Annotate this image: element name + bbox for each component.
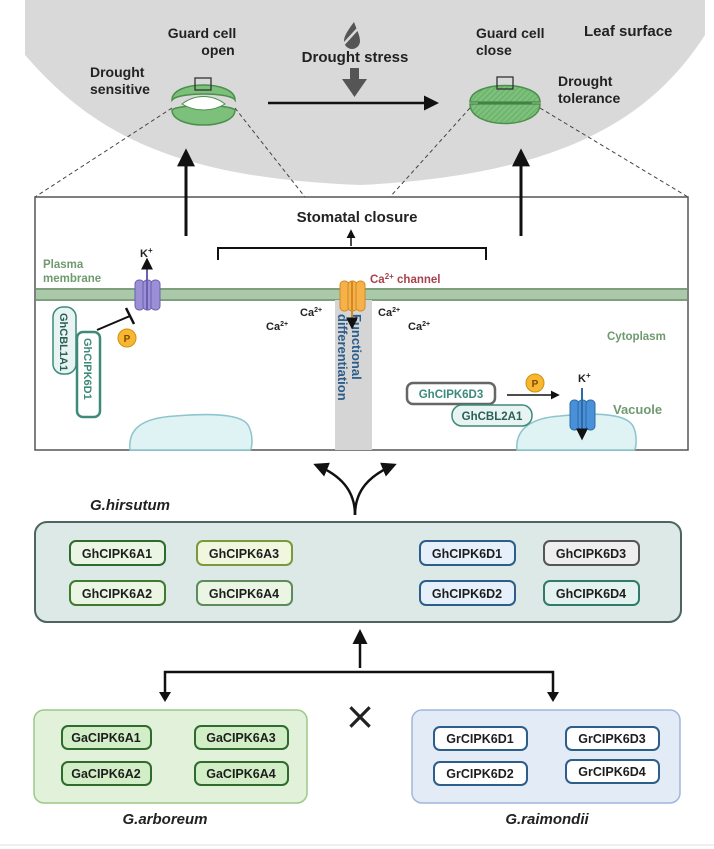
- drought-down-arrow: [342, 68, 367, 97]
- hirsutum-gene-a4: GhCIPK6A4: [196, 580, 293, 606]
- plasma-membrane-label-2: membrane: [43, 273, 101, 285]
- svg-text:GaCIPK6A4: GaCIPK6A4: [206, 767, 276, 781]
- calcium-ion-1: Ca2+: [300, 307, 322, 319]
- calcium-ion-2: Ca2+: [266, 321, 288, 333]
- guard-open-label-2: open: [201, 42, 234, 58]
- calcium-ion-4: Ca2+: [408, 321, 430, 333]
- calcium-channel: [339, 280, 366, 330]
- hirsutum-gene-a2: GhCIPK6A2: [69, 580, 166, 606]
- svg-text:GrCIPK6D1: GrCIPK6D1: [446, 732, 513, 746]
- guard-open-label-1: Guard cell: [168, 25, 236, 41]
- svg-text:GrCIPK6D2: GrCIPK6D2: [446, 767, 513, 781]
- hirsutum-title: G.hirsutum: [90, 497, 170, 514]
- svg-text:P: P: [532, 379, 539, 390]
- svg-text:GhCIPK6A4: GhCIPK6A4: [209, 587, 279, 601]
- stomatal-closure-bracket: [217, 247, 487, 260]
- functional-label-2: differentiation: [335, 314, 350, 401]
- svg-text:GhCIPK6D4: GhCIPK6D4: [556, 587, 626, 601]
- branch-arrow-left: [313, 462, 357, 516]
- svg-text:GrCIPK6D3: GrCIPK6D3: [578, 732, 645, 746]
- ghcipk6d3-pill: GhCIPK6D3: [405, 381, 497, 406]
- svg-text:P: P: [124, 334, 131, 345]
- guard-close-label-1: Guard cell: [476, 25, 544, 41]
- arboreum-title: G.arboreum: [122, 811, 207, 828]
- svg-text:GaCIPK6A2: GaCIPK6A2: [71, 767, 141, 781]
- hirsutum-gene-a1: GhCIPK6A1: [69, 540, 166, 566]
- svg-text:GhCIPK6D3: GhCIPK6D3: [556, 547, 626, 561]
- raimondii-gene-2: GrCIPK6D2: [433, 761, 528, 786]
- arboreum-gene-3: GaCIPK6A3: [194, 725, 289, 750]
- arboreum-gene-2: GaCIPK6A2: [61, 761, 152, 786]
- raimondii-gene-4: GrCIPK6D4: [565, 759, 660, 784]
- hirsutum-gene-d4: GhCIPK6D4: [543, 580, 640, 606]
- potassium-label-2: K+: [578, 371, 591, 385]
- svg-text:GaCIPK6A1: GaCIPK6A1: [71, 731, 141, 745]
- drought-stress-label: Drought stress: [302, 49, 409, 66]
- open-stoma-icon: [171, 77, 236, 126]
- svg-text:GaCIPK6A3: GaCIPK6A3: [206, 731, 276, 745]
- inhibition-line: [96, 315, 131, 331]
- hirsutum-gene-a3: GhCIPK6A3: [196, 540, 293, 566]
- drought-tolerance-label-1: Drought: [558, 73, 613, 89]
- calcium-ion-3: Ca2+: [378, 307, 400, 319]
- phosphate-icon-1: P: [117, 328, 137, 348]
- svg-text:GhCIPK6A2: GhCIPK6A2: [82, 587, 152, 601]
- svg-text:GhCIPK6A3: GhCIPK6A3: [209, 547, 279, 561]
- ghcbl1a1-pill: GhCBL1A1: [52, 306, 77, 375]
- vacuole-left: [129, 413, 253, 451]
- raimondii-gene-1: GrCIPK6D1: [433, 726, 528, 751]
- hirsutum-gene-d2: GhCIPK6D2: [419, 580, 516, 606]
- branch-arrow-right: [353, 462, 397, 516]
- svg-text:GhCIPK6A1: GhCIPK6A1: [82, 547, 152, 561]
- leaf-surface: [25, 0, 705, 185]
- raimondii-title: G.raimondii: [505, 811, 589, 828]
- svg-text:GhCIPK6D3: GhCIPK6D3: [419, 389, 484, 401]
- phosphate-icon-2: P: [525, 373, 545, 393]
- drought-sensitive-label-2: sensitive: [90, 81, 150, 97]
- svg-text:GrCIPK6D4: GrCIPK6D4: [578, 765, 645, 779]
- parent-connector: [163, 670, 555, 698]
- arboreum-gene-1: GaCIPK6A1: [61, 725, 152, 750]
- cross-symbol: ×: [344, 694, 376, 738]
- vacuole-label: Vacuole: [613, 402, 662, 417]
- drought-sensitive-label-1: Drought: [90, 64, 145, 80]
- svg-text:GhCIPK6D2: GhCIPK6D2: [432, 587, 502, 601]
- zoom-lines: [34, 107, 689, 198]
- vacuole-potassium-channel: [569, 388, 596, 441]
- raimondii-gene-3: GrCIPK6D3: [565, 726, 660, 751]
- guard-close-label-2: close: [476, 42, 512, 58]
- stomatal-closure-label: Stomatal closure: [297, 209, 418, 226]
- svg-text:GhCBL1A1: GhCBL1A1: [57, 313, 69, 371]
- plasma-membrane-label-1: Plasma: [43, 259, 84, 271]
- svg-text:GhCIPK6D1: GhCIPK6D1: [432, 547, 502, 561]
- cytoplasm-label: Cytoplasm: [607, 331, 666, 343]
- drought-tolerance-label-2: tolerance: [558, 90, 620, 106]
- svg-text:GhCIPK6D1: GhCIPK6D1: [81, 338, 93, 400]
- closed-stoma-icon: [469, 76, 541, 125]
- arboreum-box: [33, 709, 308, 804]
- leaf-surface-label: Leaf surface: [584, 23, 672, 40]
- hirsutum-box: [34, 521, 682, 623]
- raimondii-box: [411, 709, 681, 804]
- potassium-label-1: K+: [140, 246, 153, 260]
- ghcbl2a1-pill: GhCBL2A1: [451, 404, 533, 427]
- hirsutum-gene-d1: GhCIPK6D1: [419, 540, 516, 566]
- calcium-channel-label: Ca2+ channel: [370, 272, 440, 286]
- svg-text:GhCBL2A1: GhCBL2A1: [462, 411, 523, 423]
- arboreum-gene-4: GaCIPK6A4: [194, 761, 289, 786]
- potassium-channel: [134, 257, 161, 311]
- ghcipk6d1-pill: GhCIPK6D1: [75, 330, 102, 419]
- functional-label-1: Functional: [349, 314, 364, 380]
- hirsutum-gene-d3: GhCIPK6D3: [543, 540, 640, 566]
- drought-icon: [341, 21, 365, 49]
